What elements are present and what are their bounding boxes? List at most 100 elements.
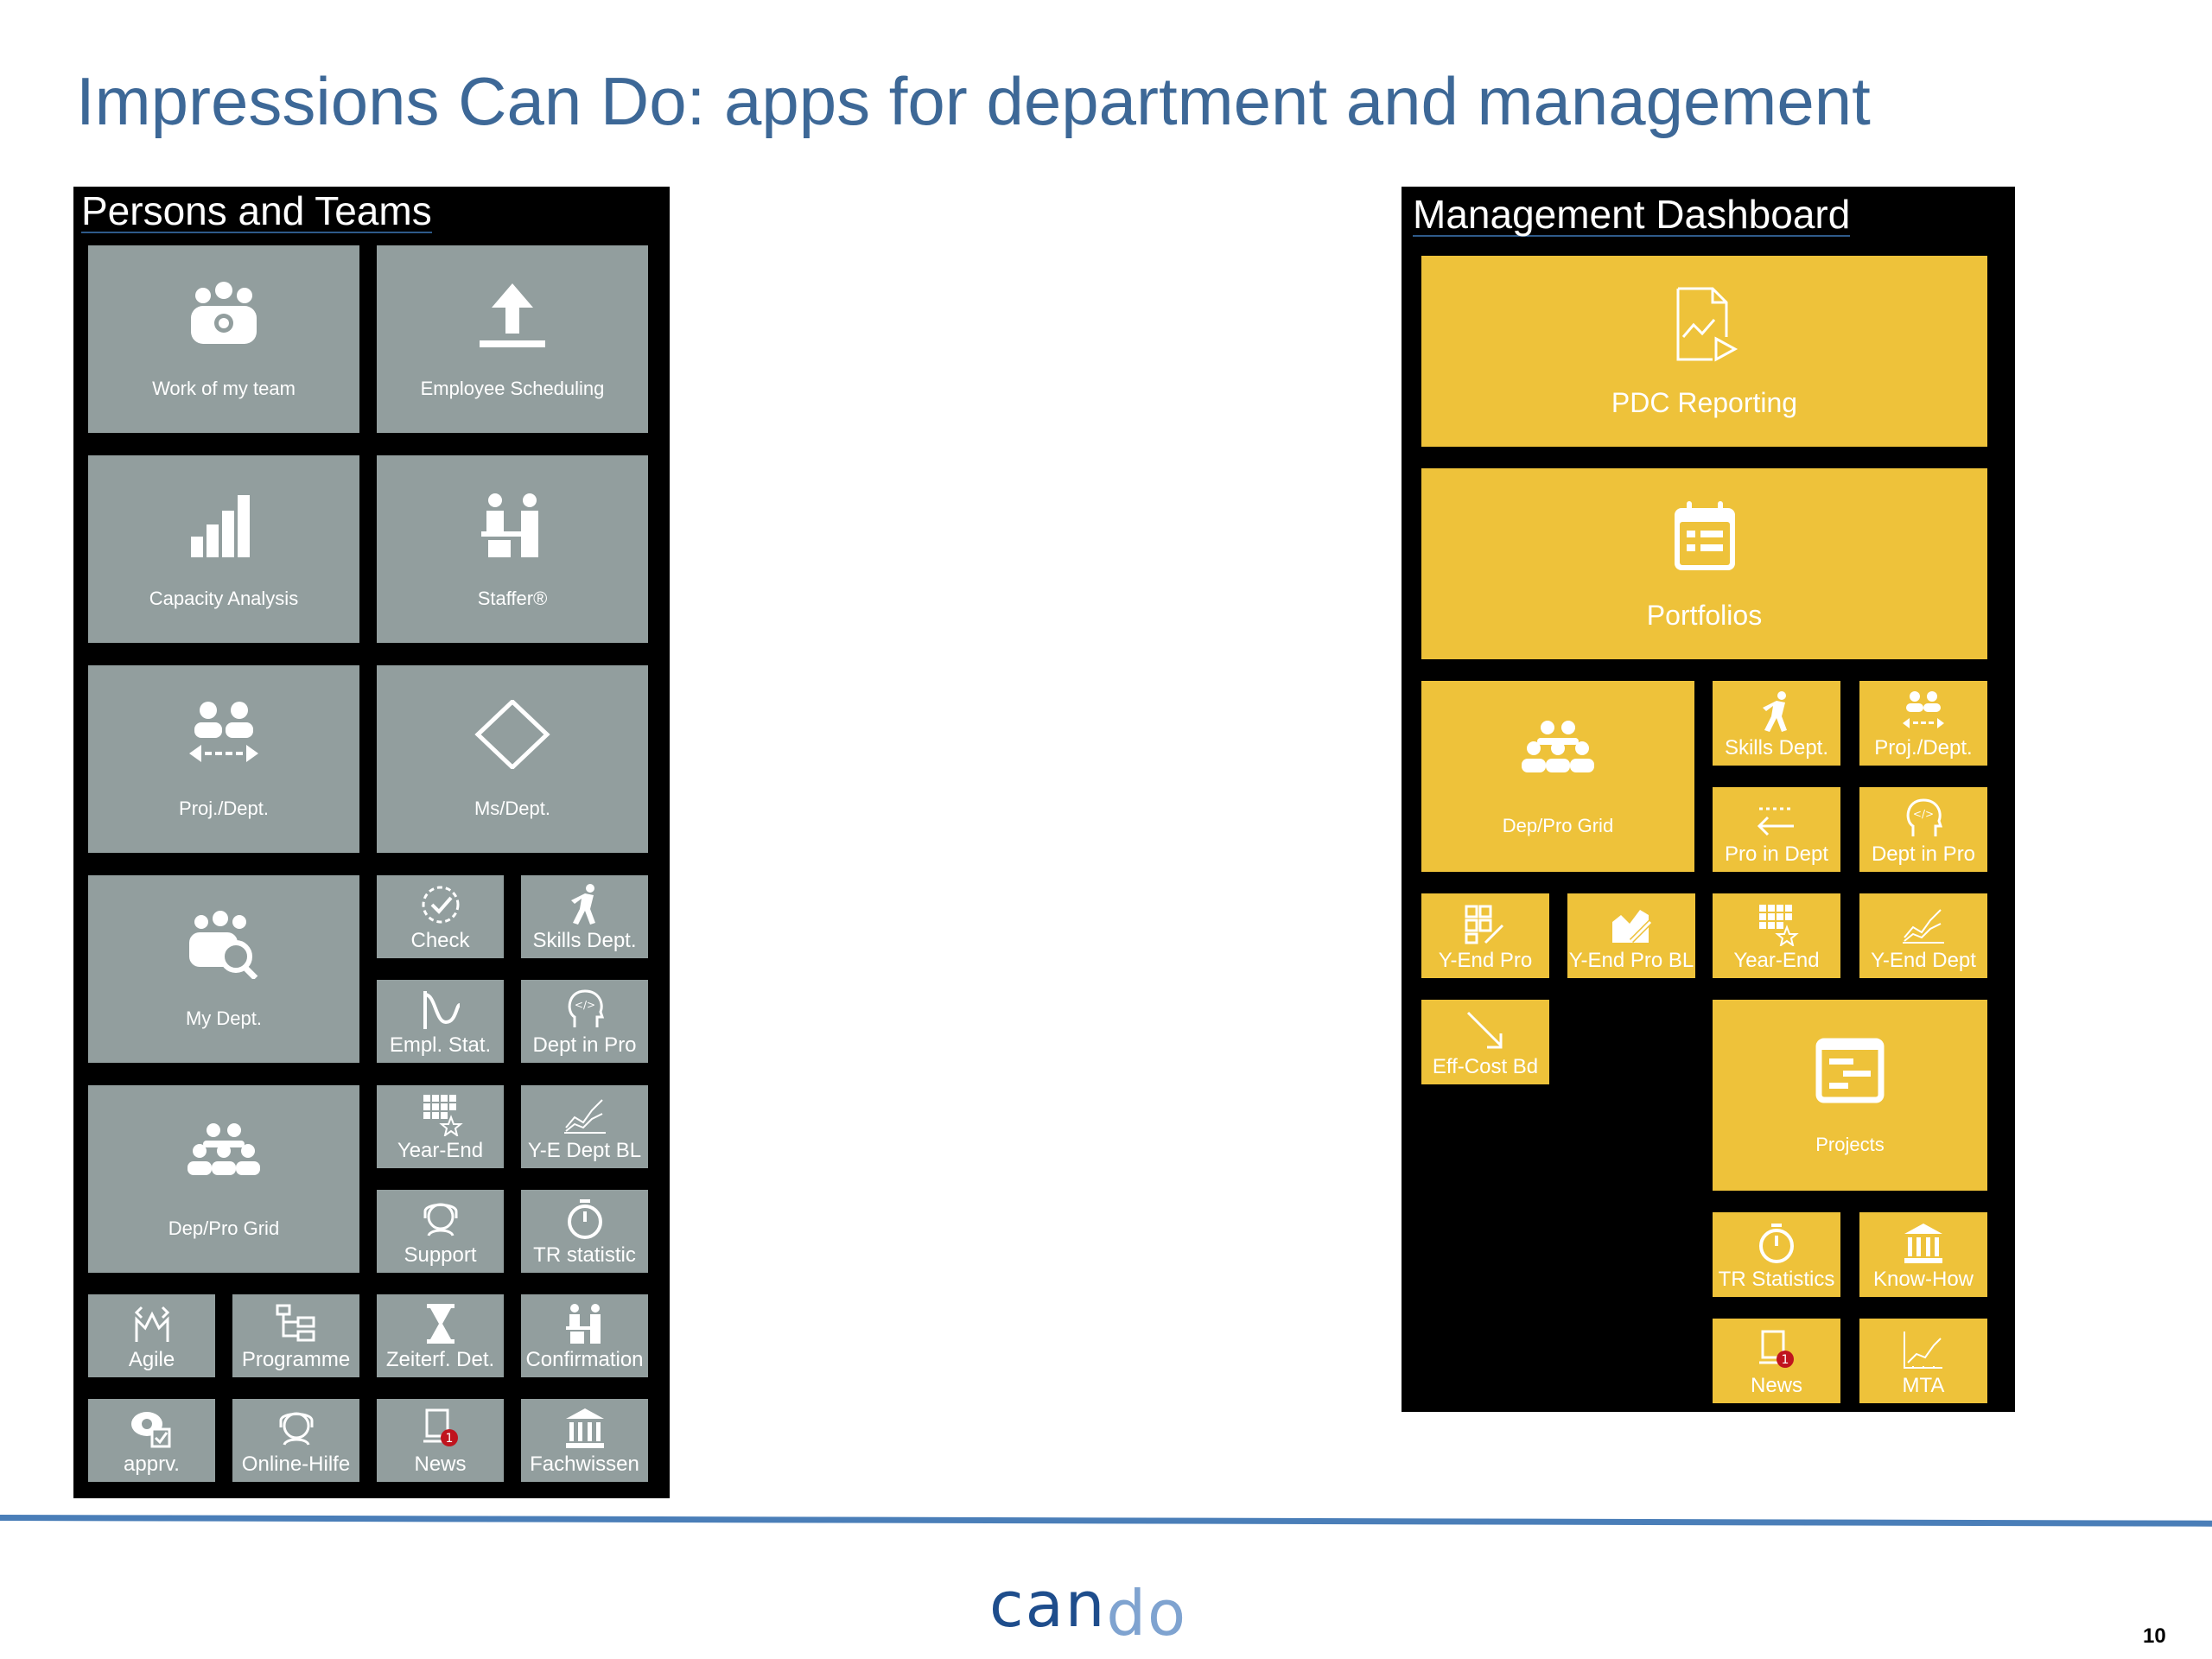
tile-skills-dept[interactable]: Skills Dept. [521,875,648,958]
tile-pro-in-dept[interactable]: Pro in Dept [1713,787,1840,872]
grid-edit-icon [1463,903,1508,946]
tile-label: Ms/Dept. [474,797,551,819]
tile-apprv[interactable]: apprv. [88,1399,215,1482]
tile-check[interactable]: Check [377,875,504,958]
hierarchy-icon [274,1302,319,1345]
tile-year-end[interactable]: Year-End [1713,893,1840,978]
tile-label: Proj./Dept. [1874,735,1973,760]
tile-label: TR statistic [533,1243,636,1267]
tile-label: Confirmation [525,1347,644,1371]
tile-label: Proj./Dept. [179,797,269,819]
tile-empl-stat[interactable]: Empl. Stat. [377,980,504,1063]
head-code-icon: </> [563,988,607,1031]
tile-label: TR Statistics [1718,1267,1835,1291]
tile-fachwissen[interactable]: Fachwissen [521,1399,648,1482]
bank-icon [1901,1222,1946,1265]
tile-programme[interactable]: Programme [232,1294,359,1377]
tile-label: Y-End Pro BL [1568,948,1694,972]
tile-tr-statistics[interactable]: TR Statistics [1713,1212,1840,1297]
tile-y-end-pro[interactable]: Y-End Pro [1421,893,1549,978]
line-chart-icon [1901,903,1946,946]
staffer-icon [474,490,550,559]
calendar-list-icon [1666,498,1744,575]
running-person-icon [1754,690,1799,734]
tile-y-end-dept[interactable]: Y-End Dept [1859,893,1987,978]
tile-staffer[interactable]: Staffer® [377,455,648,643]
slide-title: Impressions Can Do: apps for department … [76,63,1871,139]
tile-label: Dept in Pro [532,1033,637,1057]
tile-label: PDC Reporting [1611,386,1798,418]
diamond-icon [474,699,550,769]
line-chart-icon [563,1093,607,1136]
tile-proj-dept[interactable]: Proj./Dept. [1859,681,1987,766]
tile-year-end[interactable]: Year-End [377,1085,504,1168]
trend-chart-icon [1901,1328,1946,1371]
tile-label: Work of my team [152,377,296,399]
tile-my-dept[interactable]: My Dept. [88,875,359,1063]
tile-label: Capacity Analysis [149,587,299,609]
chart-edit-icon [1609,903,1654,946]
tile-tr-statistic[interactable]: TR statistic [521,1190,648,1273]
tile-label: Dep/Pro Grid [1502,814,1614,836]
tile-label: Employee Scheduling [420,377,605,399]
tile-y-e-dept-bl[interactable]: Y-E Dept BL [521,1085,648,1168]
tile-label: Staffer® [477,587,548,609]
tile-work-of-my-team[interactable]: Work of my team [88,245,359,433]
tile-label: Agile [128,1347,175,1371]
hourglass-icon [418,1302,463,1345]
group-icon [1520,717,1596,786]
tile-pdc-reporting[interactable]: PDC Reporting [1421,256,1987,447]
tile-y-end-pro-bl[interactable]: Y-End Pro BL [1567,893,1695,978]
tile-label: Support [404,1243,477,1267]
tile-label: Know-How [1872,1267,1974,1291]
tile-dep-pro-grid[interactable]: Dep/Pro Grid [88,1085,359,1273]
grid-star-icon [418,1093,463,1136]
tile-proj-dept[interactable]: Proj./Dept. [88,665,359,853]
headset-icon [418,1198,463,1241]
tile-label: Y-End Dept [1871,948,1976,972]
stopwatch-icon [1754,1222,1799,1265]
tile-label: Fachwissen [530,1452,639,1476]
check-circle-icon [418,883,463,926]
tile-news[interactable]: 1 News [377,1399,504,1482]
tile-online-hilfe[interactable]: Online-Hilfe [232,1399,359,1482]
bank-icon [563,1407,607,1450]
tile-label: Skills Dept. [1724,735,1829,760]
tile-eff-cost-bd[interactable]: Eff-Cost Bd [1421,1000,1549,1084]
svg-text:1: 1 [1782,1353,1789,1367]
tile-agile[interactable]: Agile [88,1294,215,1377]
tile-label: Zeiterf. Det. [385,1347,495,1371]
running-person-icon [563,883,607,926]
tile-confirmation[interactable]: Confirmation [521,1294,648,1377]
tile-projects[interactable]: Projects [1713,1000,1987,1191]
tile-label: Year-End [397,1138,484,1162]
tile-label: Year-End [1733,948,1820,972]
tile-capacity-analysis[interactable]: Capacity Analysis [88,455,359,643]
footer-rule [0,1515,2212,1527]
tile-know-how[interactable]: Know-How [1859,1212,1987,1297]
news-icon: 1 [1754,1328,1799,1371]
tile-dept-in-pro[interactable]: </> Dept in Pro [521,980,648,1063]
tile-employee-scheduling[interactable]: Employee Scheduling [377,245,648,433]
tile-skills-dept[interactable]: Skills Dept. [1713,681,1840,766]
team-icon [186,280,262,349]
tile-label: Projects [1815,1133,1885,1155]
people-exchange-icon [186,700,262,769]
tile-ms-dept[interactable]: Ms/Dept. [377,665,648,853]
tile-mta[interactable]: MTA [1859,1319,1987,1403]
tile-news[interactable]: 1 News [1713,1319,1840,1403]
upload-icon [474,280,550,349]
tile-label: Portfolios [1646,599,1763,631]
staffer-icon [563,1302,607,1345]
tile-label: Dep/Pro Grid [168,1217,280,1239]
persons-teams-title: Persons and Teams [81,188,432,234]
tile-label: My Dept. [185,1007,263,1029]
group-icon [186,1120,262,1189]
tile-dept-in-pro[interactable]: </> Dept in Pro [1859,787,1987,872]
tile-zeiterf-det[interactable]: Zeiterf. Det. [377,1294,504,1377]
tile-support[interactable]: Support [377,1190,504,1273]
tile-portfolios[interactable]: Portfolios [1421,468,1987,659]
svg-text:</>: </> [1913,808,1934,820]
gantt-icon [1812,1036,1888,1105]
tile-dep-pro-grid[interactable]: Dep/Pro Grid [1421,681,1694,872]
